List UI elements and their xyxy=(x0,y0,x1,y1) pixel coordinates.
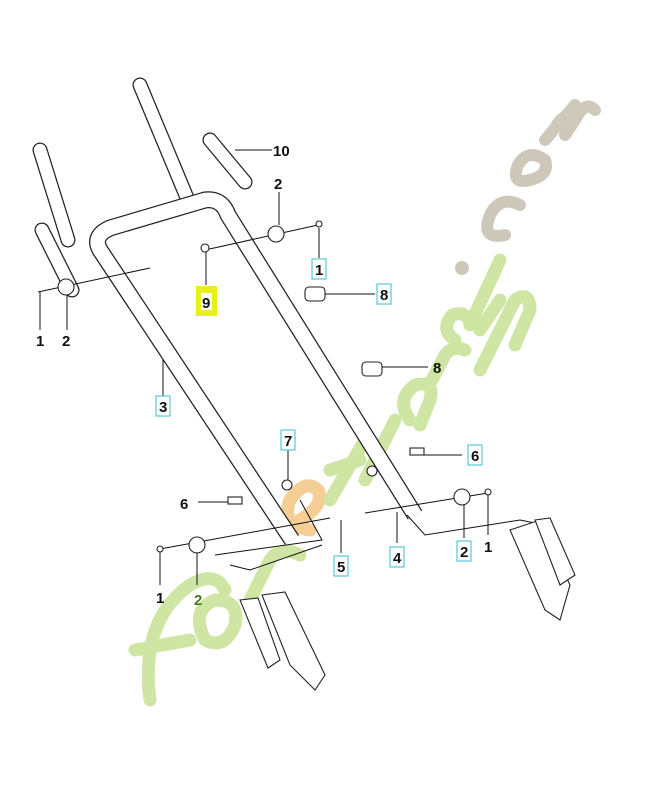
callout-1-top-right: 1 xyxy=(311,258,327,280)
svg-text:7: 7 xyxy=(284,433,292,450)
upper-handle-tubes xyxy=(32,77,253,298)
svg-text:1: 1 xyxy=(484,539,492,556)
svg-text:3: 3 xyxy=(159,399,167,416)
svg-text:8: 8 xyxy=(380,287,388,304)
svg-text:9: 9 xyxy=(202,295,210,312)
callout-2-bottom: 2 xyxy=(194,592,202,609)
svg-text:5: 5 xyxy=(337,559,345,576)
svg-text:1: 1 xyxy=(315,262,323,279)
callout-1-bottom: 1 xyxy=(156,590,164,607)
clip-8-top xyxy=(304,286,326,302)
svg-text:2: 2 xyxy=(274,176,282,193)
bolt-9 xyxy=(200,243,210,253)
svg-text:6: 6 xyxy=(471,448,479,465)
callout-4: 4 xyxy=(389,546,405,568)
callout-2-right: 2 xyxy=(456,540,472,562)
svg-text:1: 1 xyxy=(156,590,164,607)
svg-text:2: 2 xyxy=(194,592,202,609)
callout-6-left: 6 xyxy=(180,496,188,513)
callout-9-highlighted: 9 xyxy=(196,286,217,316)
callout-5: 5 xyxy=(333,555,349,577)
callout-2-top: 2 xyxy=(274,176,282,193)
svg-text:2: 2 xyxy=(62,333,70,350)
callout-7: 7 xyxy=(280,429,296,451)
knob-bottom-left xyxy=(188,536,206,554)
callout-1-left: 1 xyxy=(36,333,44,350)
callout-6-right: 6 xyxy=(467,444,483,466)
knob-bottom-right xyxy=(453,488,471,506)
callout-3: 3 xyxy=(155,395,171,417)
svg-text:10: 10 xyxy=(273,143,290,160)
svg-text:2: 2 xyxy=(460,544,468,561)
leader-lines xyxy=(39,149,489,585)
callout-10: 10 xyxy=(273,143,290,160)
knob-top xyxy=(267,225,285,243)
watermark-logo xyxy=(128,99,601,707)
clip-8-mid xyxy=(361,361,383,377)
callout-2-left: 2 xyxy=(62,333,70,350)
callout-1-right: 1 xyxy=(484,539,492,556)
svg-text:8: 8 xyxy=(433,360,441,377)
knob-left xyxy=(57,278,75,296)
callout-8-mid: 8 xyxy=(433,360,441,377)
height-adjust-brackets xyxy=(239,517,576,691)
svg-text:6: 6 xyxy=(180,496,188,513)
main-handle xyxy=(89,191,423,545)
svg-text:4: 4 xyxy=(393,550,402,567)
svg-text:1: 1 xyxy=(36,333,44,350)
callout-8-top: 8 xyxy=(376,283,392,305)
